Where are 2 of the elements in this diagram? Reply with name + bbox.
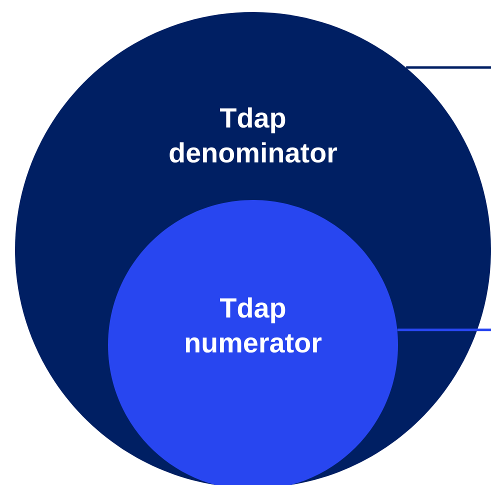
leader-line	[397, 328, 491, 332]
leader-line	[406, 66, 491, 69]
